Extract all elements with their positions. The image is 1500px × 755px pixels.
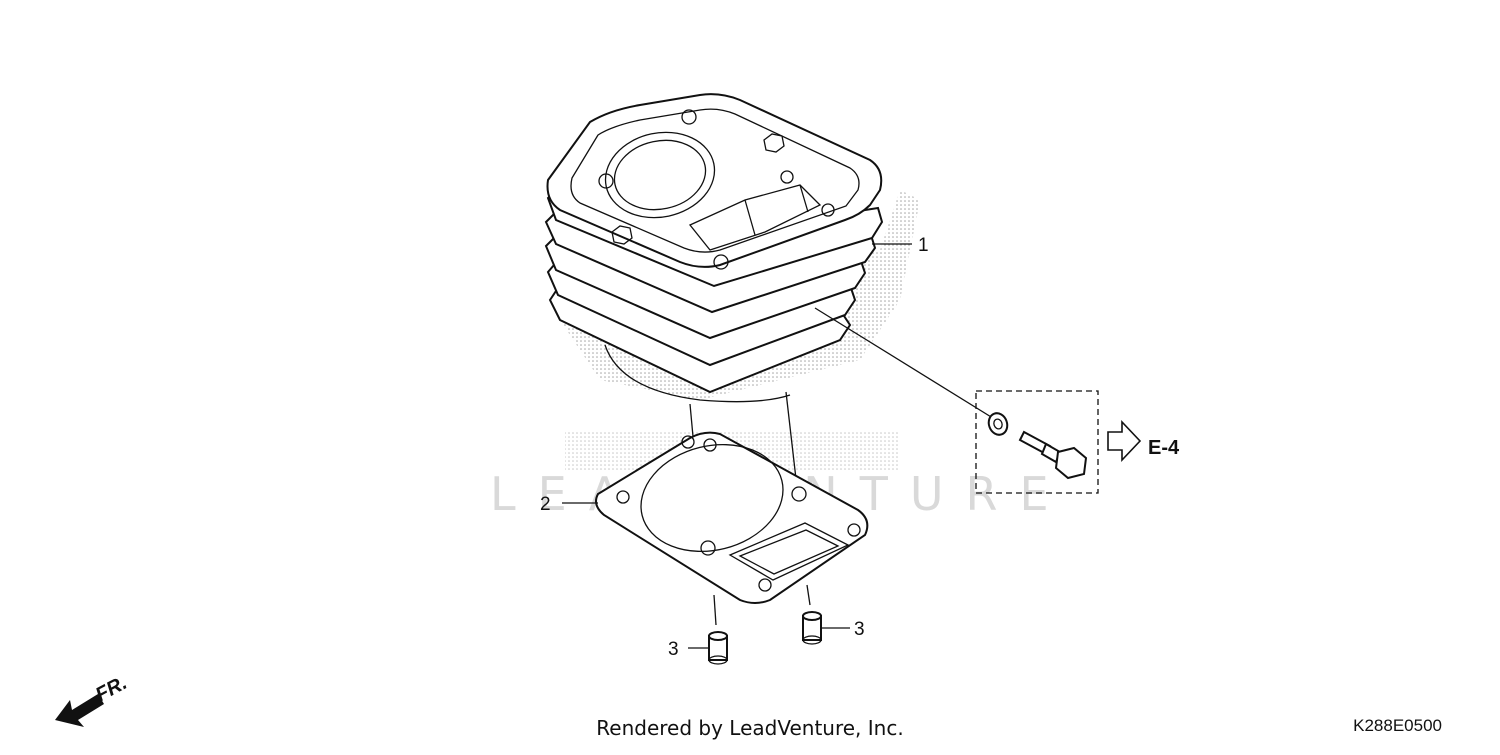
gasket-hole [758,578,772,592]
bolt-assembly[interactable] [986,411,1088,480]
gasket-part[interactable] [595,430,869,604]
dowel-pin-right[interactable] [802,611,822,645]
cylinder-bore-outer [604,131,716,219]
hollow-arrow-right-icon [1107,419,1142,463]
alignment-line-left-lower [713,594,717,626]
cylinder-bolt-hole [598,173,614,189]
callout-3-left[interactable]: 3 [668,639,679,660]
cylinder-bolt-hole [713,254,729,270]
callout-3-right[interactable]: 3 [854,619,865,640]
hex-boss [763,133,785,153]
bolt-leader-line [814,307,997,421]
bolt-assembly-box [975,390,1099,494]
cylinder-bolt-hole [821,203,835,217]
cam-chain-tunnel-edges [744,184,809,236]
cylinder-deck-inner [570,108,860,253]
alignment-line-right-lower [806,584,811,606]
dowel-pin-left-bottom [708,655,728,665]
gasket-outline [595,431,869,604]
hex-boss [611,225,633,245]
cylinder-part[interactable] [544,93,920,470]
gasket-hole [847,523,861,537]
gasket-hole [791,486,807,502]
gasket-cutout [728,522,850,581]
arrow-left-down-icon [55,694,104,727]
cylinder-skirt [604,344,791,403]
washer [987,412,1009,436]
cylinder-top-deck [546,93,883,268]
footer-credit: Rendered by LeadVenture, Inc. [596,716,904,740]
gasket-cutout-inner [738,529,840,575]
dowel-pin-left[interactable] [708,631,728,665]
callout-2[interactable]: 2 [540,494,551,515]
dowel-pin-left-top [708,631,728,641]
reference-e4[interactable]: E-4 [1148,437,1180,459]
cylinder-bolt-hole [681,109,697,125]
cylinder-bore-inner [613,139,707,211]
gasket-hole [616,490,630,504]
diagram-code: K288E0500 [1353,716,1442,735]
gasket-hole [681,435,695,449]
bolt-head [1054,446,1088,480]
gasket-hole [703,438,717,452]
gasket-bore [640,443,784,553]
dowel-pin-right-top [802,611,822,621]
washer-hole [993,418,1003,430]
gasket-hole [700,540,716,556]
callout-1[interactable]: 1 [918,235,929,256]
cylinder-bolt-hole [780,170,794,184]
dowel-pin-right-bottom [802,635,822,645]
